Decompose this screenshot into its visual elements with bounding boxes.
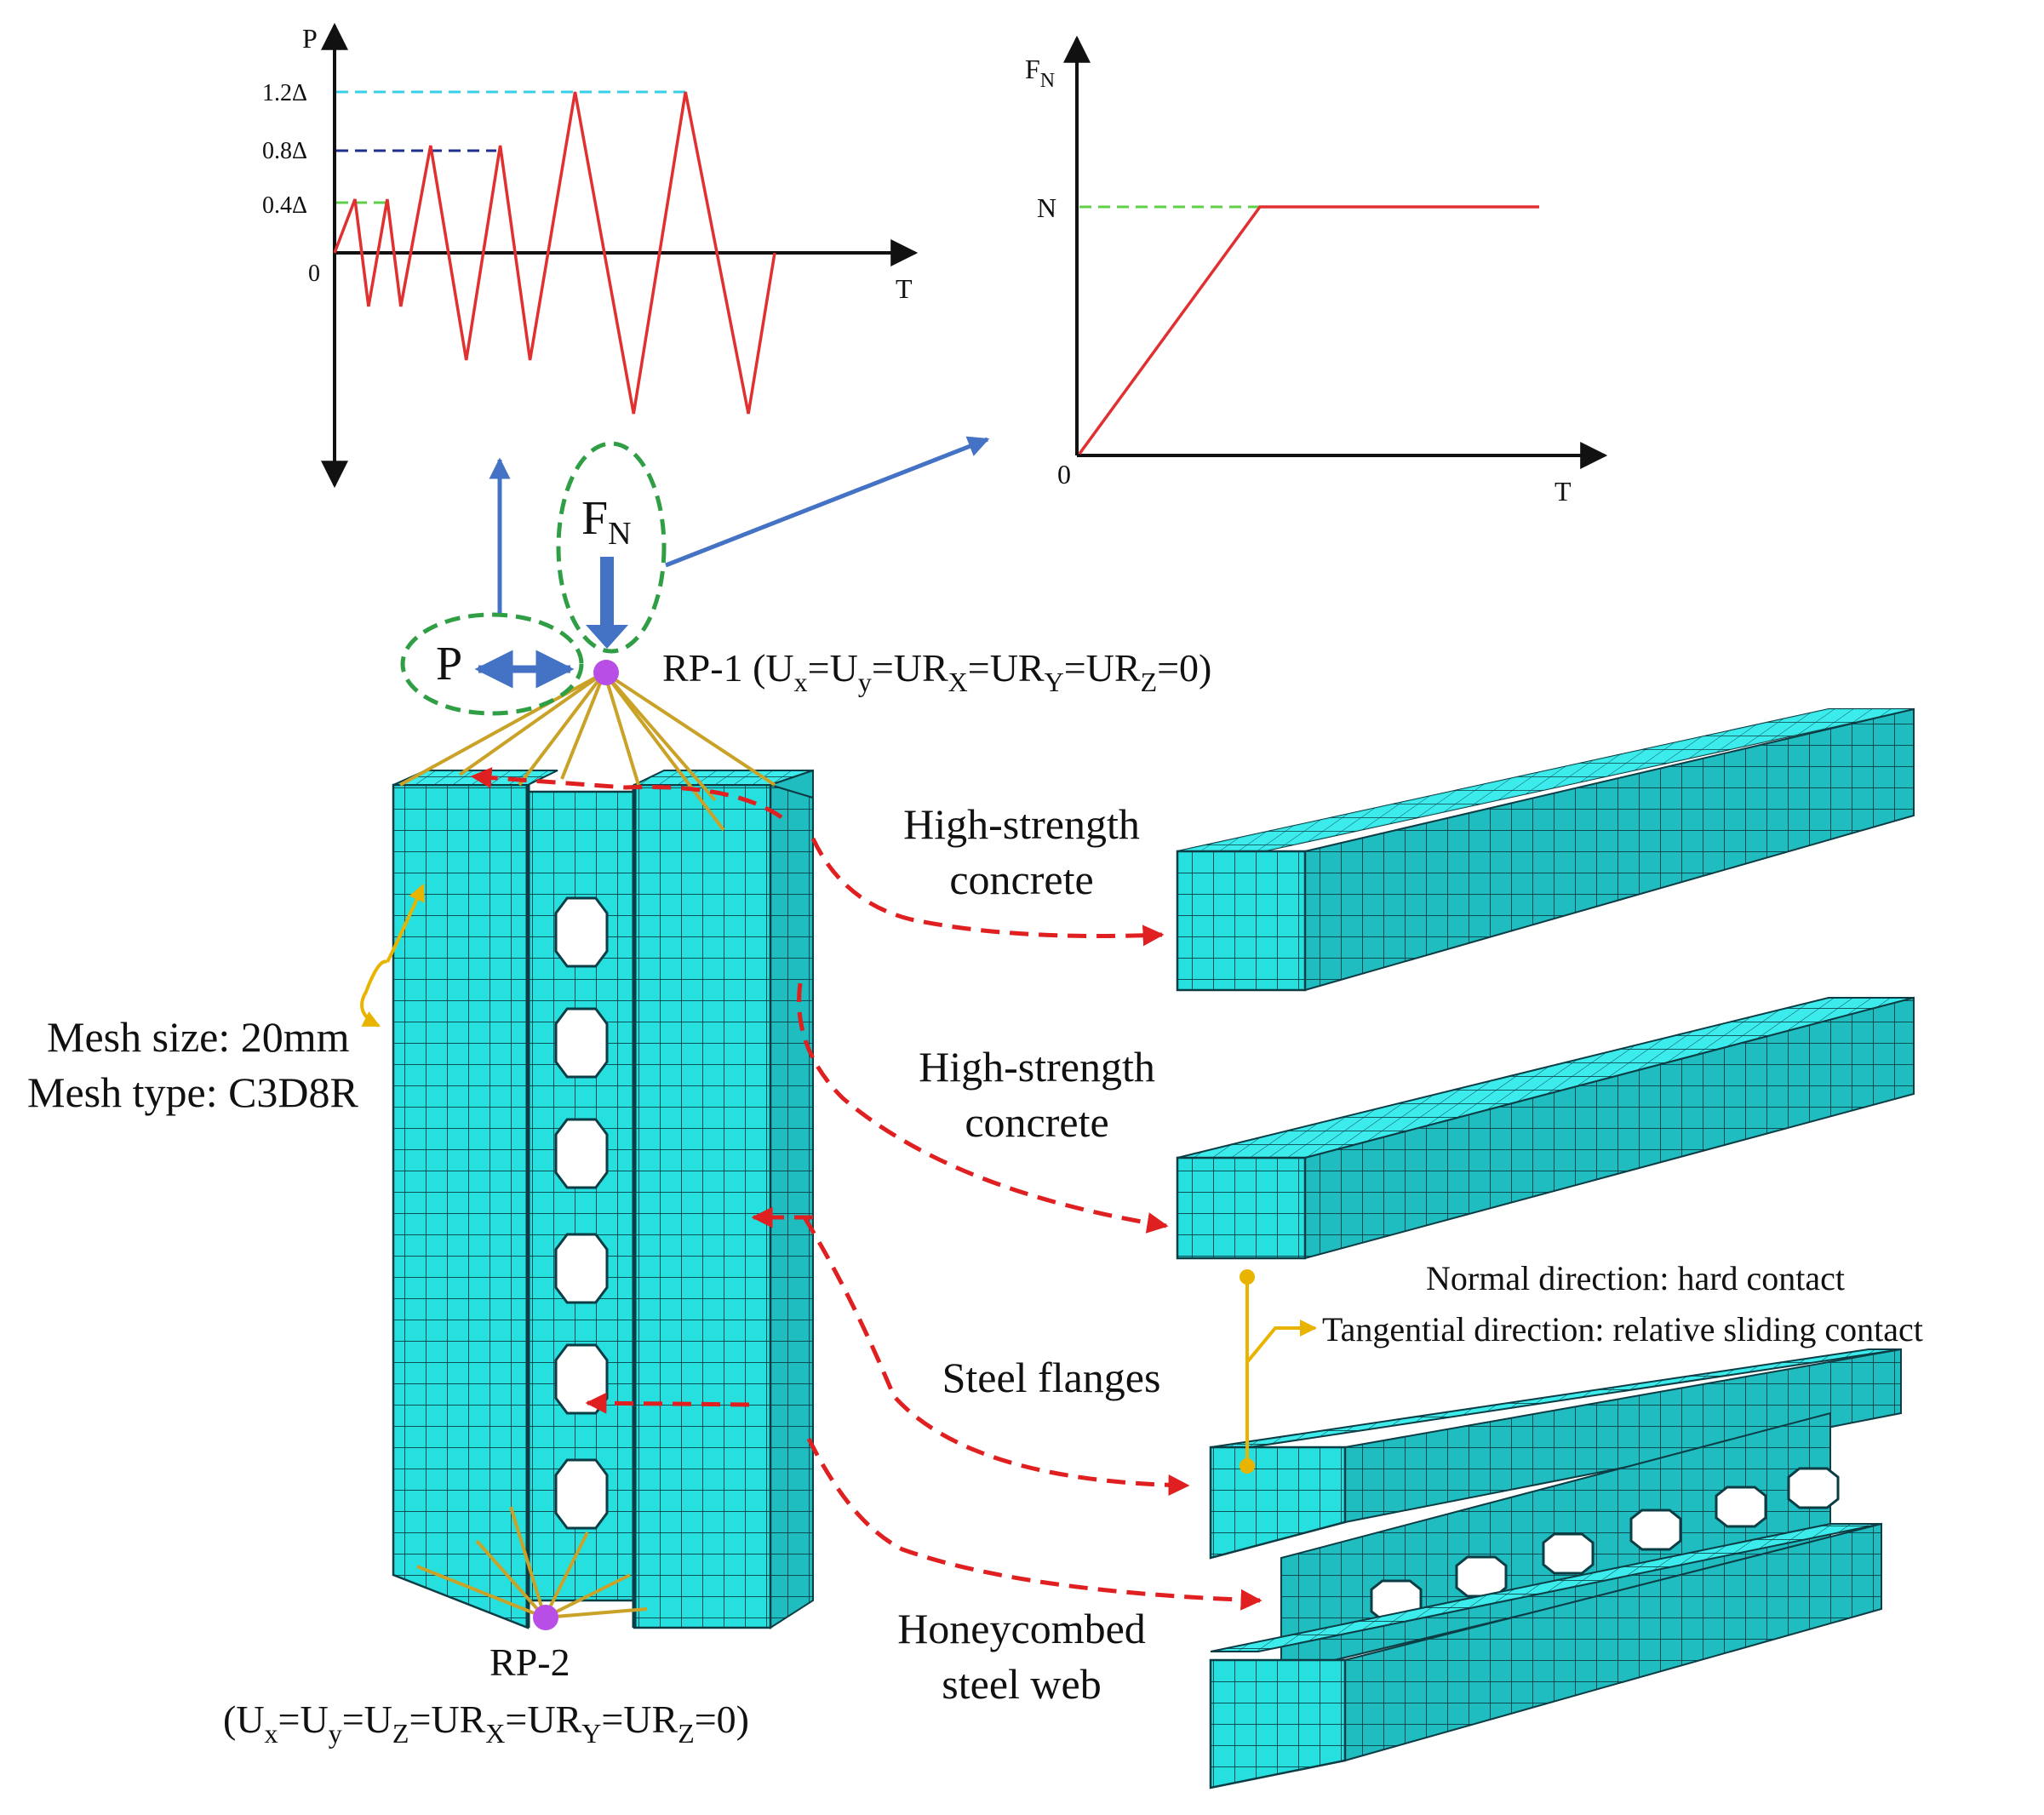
link-arrow-to-al-chart bbox=[665, 436, 990, 568]
exploded-concrete-1 bbox=[1176, 707, 1915, 992]
axial-load-chart: FN T N 0 bbox=[1025, 35, 1608, 507]
p-symbol: P bbox=[436, 638, 462, 690]
rp2-label: RP-2 bbox=[490, 1640, 570, 1684]
lp-x-label: T bbox=[896, 273, 913, 304]
lp-tick-0-4: 0.4Δ bbox=[262, 192, 307, 219]
column-right-concrete bbox=[633, 783, 772, 1629]
web-hole bbox=[1715, 1486, 1767, 1528]
rp2-constraints: (Ux=Uy=UZ=URX=URY=URZ=0) bbox=[223, 1698, 749, 1749]
column-top-left bbox=[392, 770, 558, 786]
concrete-1-label-line2: concrete bbox=[949, 856, 1093, 903]
web-hole bbox=[1629, 1509, 1682, 1551]
leader-concrete-1 bbox=[810, 837, 1165, 947]
al-tick-n: N bbox=[1037, 192, 1056, 223]
lp-tick-1-2: 1.2Δ bbox=[262, 80, 307, 106]
rp1-coupling bbox=[399, 671, 776, 832]
al-x-label: T bbox=[1554, 476, 1572, 507]
web-hole bbox=[554, 896, 609, 968]
column-top-right-side bbox=[767, 769, 814, 799]
al-origin: 0 bbox=[1057, 459, 1071, 490]
al-y-label: FN bbox=[1025, 54, 1055, 92]
web-label-line1: Honeycombed bbox=[897, 1605, 1146, 1652]
rp2-point bbox=[533, 1605, 558, 1630]
concrete-1-top-mesh bbox=[1177, 709, 1914, 851]
steel-top-flange-end bbox=[1209, 1446, 1347, 1560]
concrete-2-end bbox=[1176, 1156, 1307, 1260]
mesh-size-label: Mesh size: 20mm bbox=[47, 1013, 350, 1061]
web-label-line2: steel web bbox=[942, 1660, 1101, 1708]
loading-protocol-chart: P T 1.2Δ 0.8Δ 0.4Δ 0 bbox=[262, 22, 919, 489]
mesh-type-label: Mesh type: C3D8R bbox=[27, 1068, 359, 1116]
web-hole bbox=[554, 1233, 609, 1304]
leader-flanges bbox=[802, 1216, 1190, 1497]
column-left-concrete bbox=[392, 783, 530, 1629]
contact-tangential: Tangential direction: relative sliding c… bbox=[1322, 1310, 1923, 1348]
column-side-face bbox=[770, 783, 814, 1629]
fn-arrow-head bbox=[586, 625, 628, 649]
concrete-1-label-line1: High-strength bbox=[903, 800, 1140, 848]
contact-normal: Normal direction: hard contact bbox=[1426, 1259, 1845, 1297]
mesh-info: Mesh size: 20mm Mesh type: C3D8R bbox=[27, 884, 425, 1116]
concrete-1-end bbox=[1176, 850, 1307, 992]
web-hole bbox=[1542, 1532, 1595, 1575]
fn-symbol: FN bbox=[581, 492, 632, 552]
exploded-steel-section bbox=[1209, 1348, 1902, 1789]
column-web-holes bbox=[554, 896, 609, 1530]
column-model bbox=[392, 660, 814, 1630]
leader-top bbox=[470, 767, 783, 820]
flanges-label: Steel flanges bbox=[942, 1354, 1161, 1401]
rp2-coupling bbox=[416, 1506, 648, 1619]
lp-load-curve bbox=[333, 91, 776, 415]
rp-name: RP-1 bbox=[662, 646, 743, 690]
load-annotations: FN P bbox=[400, 436, 990, 716]
fn-ellipse bbox=[556, 441, 667, 654]
web-hole bbox=[554, 1118, 609, 1189]
fn-arrow-shaft bbox=[600, 557, 614, 628]
concrete-2-label-line2: concrete bbox=[965, 1098, 1108, 1146]
p-ellipse bbox=[400, 612, 584, 716]
lp-y-label: P bbox=[302, 23, 318, 54]
concrete-1-side bbox=[1304, 707, 1915, 992]
web-hole bbox=[1787, 1467, 1840, 1509]
al-load-curve bbox=[1078, 205, 1539, 455]
mesh-pointer bbox=[360, 959, 388, 1028]
red-leaders bbox=[470, 767, 1262, 1611]
lp-tick-0: 0 bbox=[308, 261, 320, 287]
rp1-label: RP-1 (Ux=Uy=URX=URY=URZ=0) bbox=[662, 646, 1211, 697]
rp1-point bbox=[593, 660, 619, 685]
web-hole bbox=[554, 1458, 609, 1530]
steel-web-holes bbox=[1370, 1467, 1840, 1622]
concrete-2-label-line1: High-strength bbox=[919, 1043, 1155, 1091]
lp-tick-0-8: 0.8Δ bbox=[262, 138, 307, 164]
web-hole bbox=[1455, 1555, 1508, 1598]
steel-bottom-flange-end bbox=[1209, 1658, 1347, 1789]
contact-pointer bbox=[1240, 1269, 1317, 1474]
component-labels: High-strength concrete High-strength con… bbox=[897, 800, 1160, 1708]
leader-web bbox=[806, 1437, 1262, 1611]
exploded-concrete-2 bbox=[1176, 996, 1915, 1260]
web-hole bbox=[554, 1007, 609, 1079]
